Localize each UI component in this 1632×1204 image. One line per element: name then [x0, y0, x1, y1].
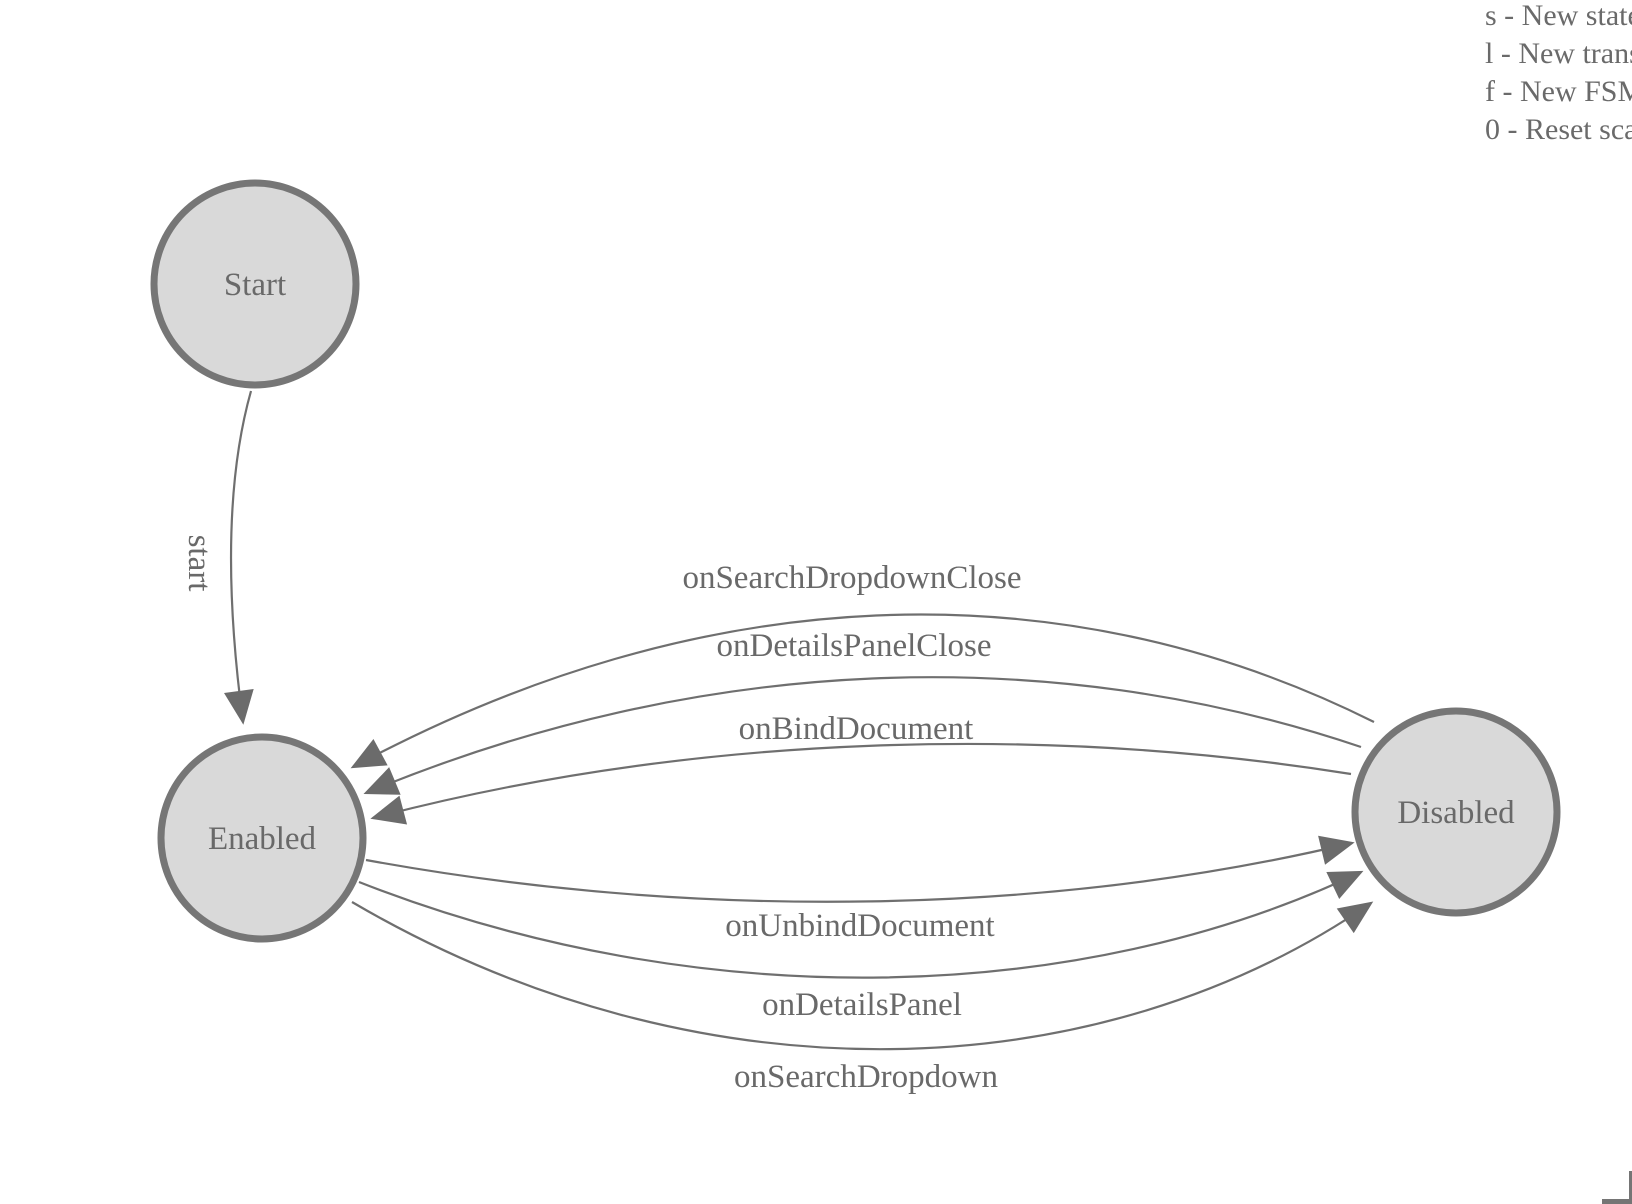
legend-line: f - New FSM	[1485, 75, 1632, 108]
state-node-start[interactable]	[150, 179, 360, 389]
nodes-layer	[150, 179, 1561, 943]
state-node-enabled[interactable]	[157, 733, 367, 943]
transition-edge-disabled-to-enabled-1[interactable]	[350, 613, 1375, 769]
transition-edge-start-to-enabled[interactable]	[224, 390, 254, 725]
state-label-disabled: Disabled	[1397, 795, 1515, 831]
legend-line: 0 - Reset scale	[1485, 113, 1632, 146]
transition-edge-enabled-to-disabled-1[interactable]	[365, 835, 1355, 903]
transition-label-start-to-enabled: start	[181, 535, 217, 592]
transition-label-disabled-to-enabled-1: onSearchDropdownClose	[682, 560, 1021, 596]
corner-vertical-bar	[1629, 1171, 1632, 1200]
canvas-resize-corner[interactable]	[1602, 1171, 1632, 1204]
legend-line: s - New state	[1485, 0, 1632, 32]
edges-layer	[224, 390, 1375, 1051]
transition-edge-disabled-to-enabled-2[interactable]	[363, 676, 1362, 795]
transition-edge-disabled-to-enabled-3[interactable]	[370, 742, 1352, 825]
transition-label-enabled-to-disabled-2: onDetailsPanel	[762, 987, 962, 1023]
transition-label-disabled-to-enabled-3: onBindDocument	[739, 711, 974, 747]
transition-edge-enabled-to-disabled-2[interactable]	[358, 870, 1364, 979]
hotkey-legend: s - New state l - New transition f - New…	[1485, 0, 1632, 149]
state-label-enabled: Enabled	[208, 821, 317, 857]
legend-line: l - New transition	[1485, 37, 1632, 70]
corner-horizontal-bar	[1602, 1199, 1632, 1204]
state-node-disabled[interactable]	[1351, 707, 1561, 917]
state-label-start: Start	[224, 267, 286, 303]
transition-label-disabled-to-enabled-2: onDetailsPanelClose	[717, 628, 992, 664]
transition-label-enabled-to-disabled-1: onUnbindDocument	[725, 908, 994, 944]
transition-edge-enabled-to-disabled-3[interactable]	[351, 901, 1374, 1051]
transition-label-enabled-to-disabled-3: onSearchDropdown	[734, 1059, 998, 1095]
